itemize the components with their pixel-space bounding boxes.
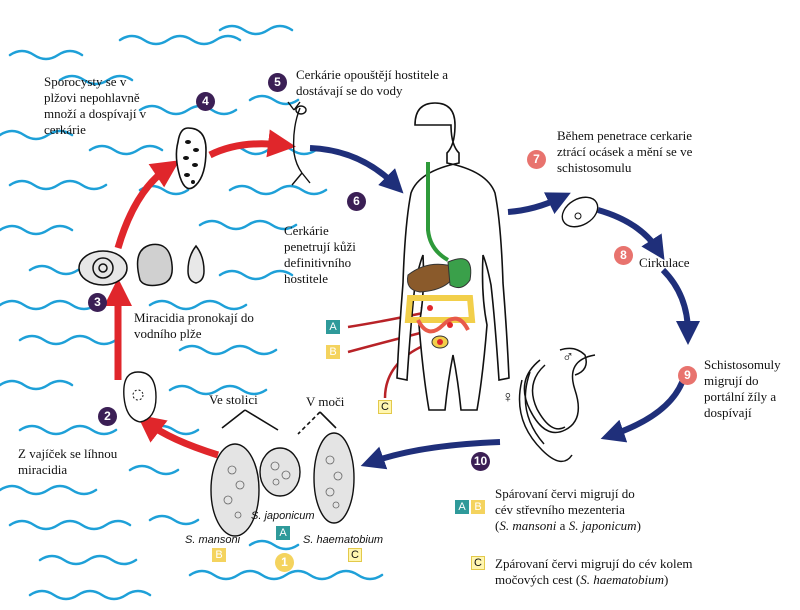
tag-b-legend: B — [471, 500, 485, 514]
label-schistosomuly: Schistosomuly migrují do portální žíly a… — [704, 357, 781, 420]
cercaria-icon — [287, 101, 311, 186]
egg-source-lines — [221, 409, 337, 435]
step-number-2: 2 — [98, 407, 117, 426]
red-cycle-arrows — [104, 129, 296, 459]
label-miracidia-pronikaji: Miracidia pronokají do vodního plže — [134, 310, 254, 341]
label-sporocysty: Sporocysty se v plžovi nepohlavně množí … — [44, 74, 147, 137]
step-number-8: 8 — [614, 246, 633, 265]
step-number-4: 4 — [196, 92, 215, 111]
label-zparovani: Zpárovaní červi migrují do cév kolem moč… — [495, 556, 693, 587]
label-z-vajicek: Z vajíček se líhnou miracidia — [18, 446, 118, 477]
step-number-7: 7 — [527, 150, 546, 169]
step-number-9: 9 — [678, 366, 697, 385]
female-symbol: ♀ — [502, 389, 514, 406]
label-cirkulace: Cirkulace — [639, 255, 690, 270]
step-number-10: 10 — [471, 452, 490, 471]
schistosomulum-icon — [561, 196, 599, 228]
step-number-6: 6 — [347, 192, 366, 211]
label-s-haematobium: S. haematobium — [303, 534, 384, 546]
label-sparovani: Spárovaní červi migrují do cév střevního… — [495, 486, 641, 533]
label-ve-stolici: Ve stolici — [209, 392, 258, 407]
step-number-1: 1 — [275, 553, 294, 572]
sporocyst-icon — [175, 127, 207, 190]
tag-a-body: A — [326, 320, 340, 334]
label-cerkarie-penetruji: Cerkárie penetrují kůži definitivního ho… — [284, 223, 356, 286]
snail-icon — [78, 243, 205, 287]
label-cerkarie-opousteji: Cerkárie opouštějí hostitele a dostávají… — [296, 67, 448, 98]
label-penetrace: Během penetrace cerkarie ztrácí ocásek a… — [557, 128, 693, 175]
egg-icon — [210, 432, 355, 537]
tag-b-body: B — [326, 345, 340, 359]
miracidium-icon — [123, 371, 157, 423]
tag-b-egg: B — [212, 548, 226, 562]
tag-a-legend: A — [455, 500, 469, 514]
label-v-moci: V moči — [306, 394, 345, 409]
label-s-japonicum: S. japonicum — [251, 510, 315, 522]
human-body-icon — [396, 102, 510, 411]
water-waves — [0, 24, 384, 601]
male-symbol: ♂ — [562, 349, 574, 366]
tag-a-egg: A — [276, 526, 290, 540]
blue-cycle-arrows — [309, 145, 700, 470]
digestive-organs — [404, 162, 476, 349]
step-number-5: 5 — [268, 73, 287, 92]
tag-c-legend: C — [471, 556, 485, 570]
worm-pair-icon — [518, 347, 596, 463]
tag-c-egg: C — [348, 548, 362, 562]
tag-c-body: C — [378, 400, 392, 414]
label-s-mansoni: S. mansoni — [185, 534, 241, 546]
step-number-3: 3 — [88, 293, 107, 312]
